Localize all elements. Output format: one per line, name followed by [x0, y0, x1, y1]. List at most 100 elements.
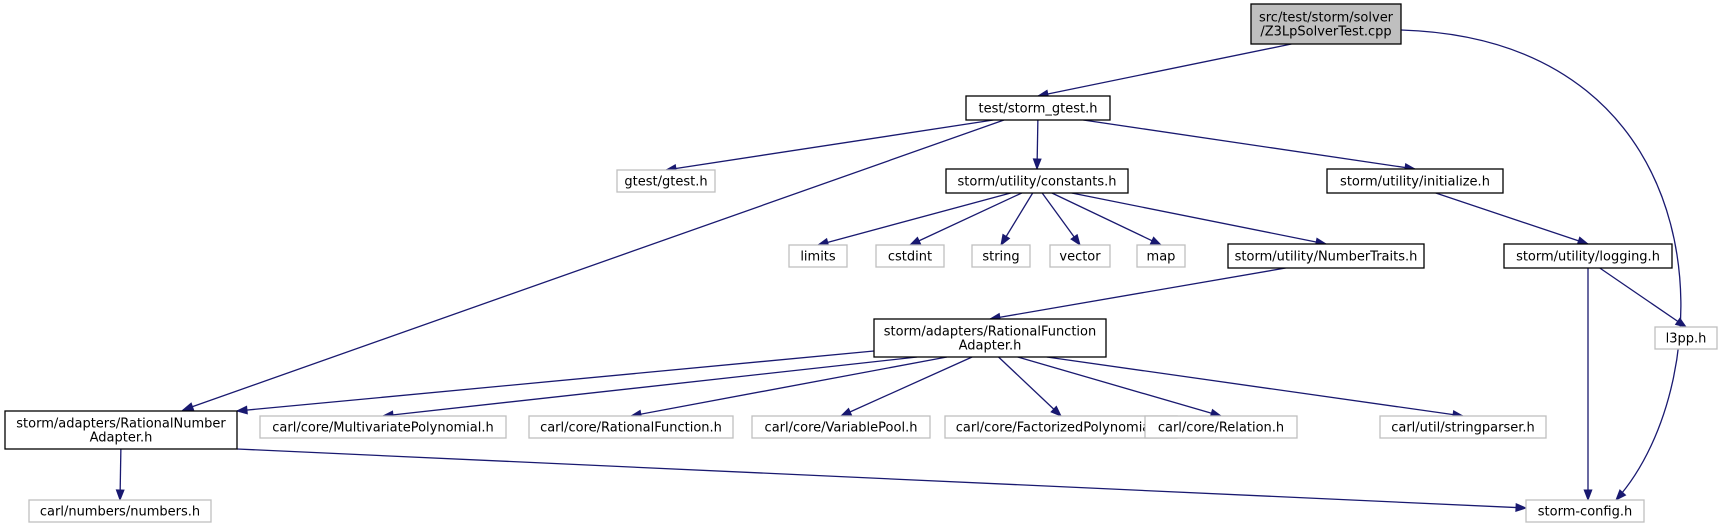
edge-logging-to-l3pp	[1599, 267, 1688, 328]
node-label: carl/numbers/numbers.h	[40, 505, 200, 520]
node-label: carl/core/MultivariatePolynomial.h	[272, 421, 494, 436]
node-gtest: gtest/gtest.h	[616, 169, 716, 193]
edge-line	[909, 192, 1023, 246]
node-box	[1326, 168, 1504, 194]
node-label: cstdint	[888, 250, 932, 265]
edge-line	[817, 192, 1011, 246]
edge-arrowhead	[839, 407, 853, 417]
edge-arrowhead	[1050, 405, 1063, 417]
node-box	[1227, 243, 1425, 269]
node-label: storm/adapters/RationalNumber	[16, 417, 226, 432]
node-stormconfig: storm-config.h	[1525, 499, 1645, 523]
node-label: /Z3LpSolverTest.cpp	[1260, 25, 1391, 40]
node-box	[1654, 326, 1718, 350]
edge-line	[1400, 29, 1682, 501]
edge-line	[382, 356, 918, 417]
edge-root-to-stormconfig	[1400, 29, 1682, 502]
node-numbertraits[interactable]: storm/utility/NumberTraits.h	[1227, 243, 1425, 269]
edge-line	[1037, 43, 1292, 97]
node-cstdint: cstdint	[875, 244, 945, 268]
node-factpoly: carl/core/FactorizedPolynomial.h	[944, 415, 1178, 439]
edge-line	[840, 356, 973, 417]
node-label: storm/utility/constants.h	[958, 175, 1117, 190]
node-map: map	[1136, 244, 1186, 268]
edge-line	[998, 356, 1062, 417]
node-label: storm/adapters/RationalFunction	[884, 325, 1097, 340]
node-box	[528, 415, 734, 439]
edge-arrowhead	[1149, 236, 1163, 246]
node-box	[971, 244, 1031, 268]
node-box	[1525, 499, 1645, 523]
node-string: string	[971, 244, 1031, 268]
edge-initialize-to-logging	[1435, 192, 1590, 245]
edge-arrowhead	[1674, 317, 1688, 328]
edge-ratnum-to-numbers	[115, 448, 125, 502]
node-label: Adapter.h	[959, 339, 1022, 354]
edge-ratfunc-to-varpool	[839, 356, 973, 417]
edge-ratfunc-to-ratfunction	[629, 356, 948, 419]
node-label: carl/core/FactorizedPolynomial.h	[956, 421, 1167, 436]
edge-line	[236, 448, 1527, 509]
edge-constants-to-vector	[1041, 192, 1081, 247]
node-label: storm/utility/logging.h	[1516, 250, 1660, 265]
edge-arrowhead	[1032, 158, 1042, 171]
edge-arrowhead	[1515, 502, 1528, 513]
edge-arrowhead	[1583, 489, 1593, 502]
edge-line	[1046, 356, 1464, 417]
node-box	[751, 415, 931, 439]
node-l3pp: l3pp.h	[1654, 326, 1718, 350]
node-box	[1136, 244, 1186, 268]
node-label: string	[982, 250, 1019, 265]
edge-line	[1017, 356, 1222, 417]
edge-line	[236, 350, 875, 412]
node-box	[1379, 415, 1547, 439]
edge-ratfunc-to-multipoly	[381, 356, 918, 420]
edge-line	[1051, 192, 1162, 246]
edge-arrowhead	[1000, 233, 1011, 247]
node-label: carl/util/stringparser.h	[1391, 421, 1535, 436]
node-label: carl/core/Relation.h	[1158, 421, 1284, 436]
edge-line	[1083, 119, 1416, 170]
node-label: Adapter.h	[90, 431, 153, 446]
edge-line	[1599, 267, 1687, 328]
edge-root-to-storm_gtest	[1036, 43, 1292, 99]
edge-arrowhead	[235, 405, 248, 415]
node-multipoly: carl/core/MultivariatePolynomial.h	[259, 415, 507, 439]
node-label: storm/utility/initialize.h	[1340, 175, 1490, 190]
edge-arrowhead	[1070, 233, 1081, 247]
node-box	[1250, 3, 1402, 45]
edge-ratfunc-to-stringparser	[1046, 356, 1465, 420]
edge-arrowhead	[1615, 489, 1627, 502]
edge-line	[1041, 192, 1081, 246]
node-box	[1049, 244, 1111, 268]
node-root[interactable]: src/test/storm/solver/Z3LpSolverTest.cpp	[1250, 3, 1402, 45]
edge-line	[989, 267, 1286, 320]
node-label: map	[1147, 250, 1176, 265]
node-box	[875, 244, 945, 268]
node-box	[788, 244, 848, 268]
node-box	[873, 318, 1107, 358]
node-constants[interactable]: storm/utility/constants.h	[945, 168, 1129, 194]
edge-storm_gtest-to-constants	[1032, 119, 1042, 171]
node-logging[interactable]: storm/utility/logging.h	[1503, 243, 1673, 269]
node-label: vector	[1059, 250, 1101, 265]
node-storm_gtest[interactable]: test/storm_gtest.h	[965, 95, 1111, 121]
edge-line	[630, 356, 948, 417]
node-label: src/test/storm/solver	[1259, 11, 1394, 26]
node-label: test/storm_gtest.h	[978, 102, 1097, 117]
node-numbers: carl/numbers/numbers.h	[28, 499, 212, 523]
node-initialize[interactable]: storm/utility/initialize.h	[1326, 168, 1504, 194]
node-label: storm/utility/NumberTraits.h	[1235, 250, 1418, 265]
edge-storm_gtest-to-initialize	[1083, 119, 1417, 172]
edge-constants-to-numbertraits	[1071, 192, 1328, 247]
edge-logging-to-stormconfig	[1583, 268, 1593, 502]
nodes-layer: src/test/storm/solver/Z3LpSolverTest.cpp…	[4, 3, 1718, 523]
node-stringparser: carl/util/stringparser.h	[1379, 415, 1547, 439]
node-limits: limits	[788, 244, 848, 268]
node-varpool: carl/core/VariablePool.h	[751, 415, 931, 439]
edge-line	[182, 119, 1005, 411]
node-box	[616, 169, 716, 193]
node-label: l3pp.h	[1666, 332, 1707, 347]
